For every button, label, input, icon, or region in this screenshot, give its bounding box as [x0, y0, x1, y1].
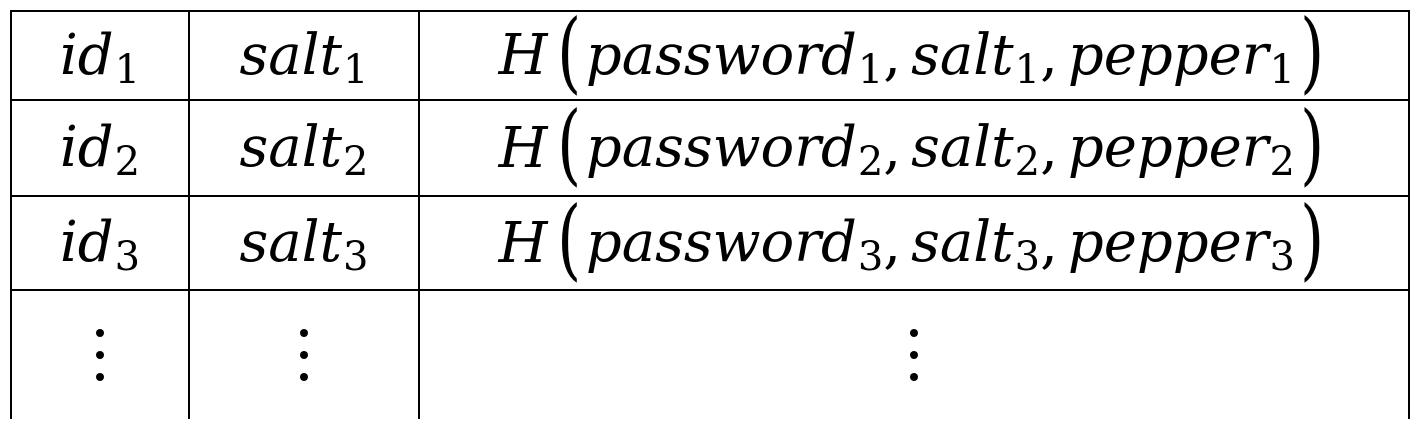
- table-rule-right: [1408, 10, 1410, 419]
- id-variable: id: [59, 22, 114, 88]
- password-subscript: 2: [857, 139, 884, 185]
- id-subscript: 2: [114, 139, 141, 185]
- ellipsis-dot: [96, 373, 104, 381]
- password-subscript: 3: [857, 234, 884, 280]
- ellipsis-id-cell: [12, 291, 188, 419]
- ellipsis-dot: [910, 329, 918, 337]
- pepper-subscript: 1: [1269, 46, 1295, 93]
- id-variable: id: [59, 210, 114, 275]
- salt-argument: salt: [911, 22, 1014, 88]
- separator: ,: [883, 210, 902, 276]
- table-rule-left: [10, 10, 12, 419]
- password-subscript: 1: [857, 46, 884, 93]
- vertical-ellipsis-icon: [96, 329, 104, 381]
- vertical-ellipsis-icon: [300, 329, 308, 381]
- separator: ,: [883, 115, 902, 181]
- close-paren: ): [1300, 187, 1325, 290]
- vertical-ellipsis-icon: [910, 329, 918, 381]
- ellipsis-salt-cell: [190, 291, 418, 419]
- salt-subscript: 1: [343, 46, 369, 93]
- table-rule-col-2: [418, 10, 420, 419]
- id-variable: id: [59, 115, 114, 180]
- salt-variable: salt: [239, 210, 343, 275]
- salt-argument-subscript: 1: [1014, 46, 1041, 93]
- separator: ,: [883, 23, 902, 88]
- pepper-subscript: 2: [1269, 139, 1295, 185]
- salt-subscript: 3: [343, 234, 369, 280]
- password-variable: password: [585, 22, 857, 88]
- ellipsis-dot: [96, 351, 104, 359]
- salt-variable: salt: [239, 22, 343, 88]
- id-subscript: 1: [114, 46, 141, 93]
- ellipsis-dot: [300, 351, 308, 359]
- table-rule-col-1: [188, 10, 190, 419]
- pepper-variable: pepper: [1067, 115, 1269, 180]
- table-rule-2: [10, 195, 1410, 197]
- open-paren: (: [556, 187, 581, 290]
- salt-argument: salt: [911, 115, 1014, 180]
- hash-function: H: [498, 115, 548, 181]
- ellipsis-dot: [300, 373, 308, 381]
- separator: ,: [1040, 115, 1058, 181]
- close-paren: ): [1300, 92, 1325, 195]
- close-paren: ): [1300, 0, 1325, 103]
- ellipsis-dot: [300, 329, 308, 337]
- ellipsis-dot: [910, 373, 918, 381]
- password-variable: password: [585, 210, 857, 275]
- salt-argument-subscript: 2: [1014, 139, 1041, 185]
- salt-variable: salt: [239, 115, 343, 180]
- ellipsis-dot: [96, 329, 104, 337]
- separator: ,: [1040, 210, 1058, 276]
- ellipsis-dot: [910, 351, 918, 359]
- table-rule-3: [10, 289, 1410, 291]
- salt-subscript: 2: [343, 139, 369, 185]
- salt-argument: salt: [911, 210, 1014, 275]
- id-subscript: 3: [114, 234, 141, 280]
- separator: ,: [1040, 23, 1058, 88]
- hash-function: H: [498, 23, 548, 88]
- salt-argument-subscript: 3: [1014, 234, 1041, 280]
- table-rule-1: [10, 99, 1410, 101]
- pepper-subscript: 3: [1269, 234, 1295, 280]
- table-rule-top: [10, 10, 1410, 12]
- open-paren: (: [556, 0, 581, 103]
- ellipsis-hash-cell: [420, 291, 1408, 419]
- hash-function: H: [498, 210, 548, 276]
- pepper-variable: pepper: [1067, 210, 1269, 275]
- pepper-variable: pepper: [1067, 22, 1269, 88]
- open-paren: (: [556, 92, 581, 195]
- password-variable: password: [585, 115, 857, 180]
